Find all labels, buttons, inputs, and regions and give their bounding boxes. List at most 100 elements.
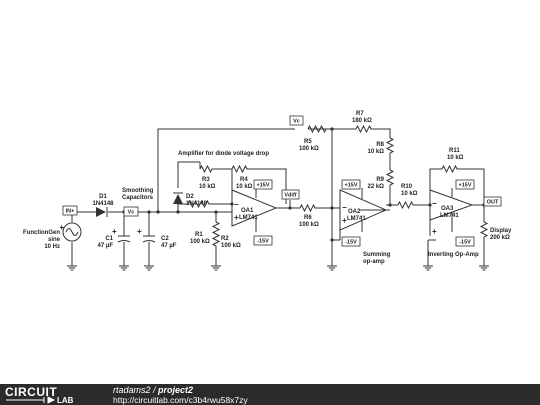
c1-id: C1 — [105, 236, 113, 242]
resistor-r8[interactable]: R8 10 kΩ — [368, 137, 395, 156]
footer-separator: / — [150, 385, 159, 395]
r1-value: 100 kΩ — [190, 239, 210, 245]
r2-id: R2 — [221, 236, 229, 242]
r6-value: 100 kΩ — [299, 222, 319, 228]
svg-text:+15V: +15V — [257, 183, 270, 189]
svg-text:CIRCUIT: CIRCUIT — [5, 385, 57, 399]
opamp-oa2[interactable]: − + OA2 LM741 — [339, 188, 388, 240]
node-tag-vdiff[interactable]: Vdiff — [281, 189, 300, 200]
power-tag-oa1-neg[interactable]: -15V — [253, 235, 273, 246]
svg-text:LAB: LAB — [57, 396, 74, 404]
circuitlab-logo[interactable]: CIRCUIT LAB — [4, 385, 108, 404]
function-generator[interactable]: + FunctionGen sine 10 Hz — [23, 222, 82, 250]
r10-id: R10 — [401, 184, 413, 190]
diode-d1[interactable]: D1 1N4148 — [92, 194, 114, 217]
node-tag-vc-left[interactable]: Vc — [123, 206, 139, 217]
oa2-value: LM741 — [347, 216, 366, 222]
capacitor-c1[interactable]: + C1 47 µF — [98, 227, 131, 249]
caption-smoothing-2: Capacitors — [122, 195, 154, 201]
power-tag-oa3-pos[interactable]: +15V — [455, 179, 475, 190]
resistor-display[interactable]: Display 200 kΩ — [479, 221, 512, 241]
r8-id: R8 — [376, 142, 384, 148]
d1-value: 1N4148 — [92, 201, 114, 207]
caption-amplifier: Amplifier for diode voltage drop — [178, 151, 269, 157]
opamp-oa3[interactable]: − + OA3 LM741 — [429, 188, 474, 236]
svg-text:+: + — [59, 223, 64, 232]
r4-value: 10 kΩ — [236, 184, 253, 190]
svg-text:+: + — [432, 227, 437, 236]
node-tag-in[interactable]: IN+ — [62, 205, 78, 216]
capacitor-c2[interactable]: + C2 47 µF — [137, 227, 177, 249]
oa1-id: OA1 — [241, 208, 254, 214]
r3-value: 10 kΩ — [199, 184, 216, 190]
resistor-r6[interactable]: R6 100 kΩ — [299, 203, 319, 228]
resistor-r2[interactable]: R2 100 kΩ — [211, 221, 241, 250]
caption-summing-1: Summing — [363, 252, 391, 258]
svg-text:Vc: Vc — [293, 119, 300, 125]
svg-text:OUT: OUT — [487, 200, 499, 206]
power-tag-oa2-pos[interactable]: +15V — [341, 179, 361, 190]
svg-text:IN+: IN+ — [66, 209, 75, 215]
resistor-r1[interactable]: R1 100 kΩ — [187, 199, 218, 245]
node-tag-vc-top[interactable]: Vc — [289, 115, 304, 126]
r10-value: 10 kΩ — [401, 191, 418, 197]
svg-text:−: − — [432, 199, 437, 208]
display-id: Display — [490, 228, 512, 234]
svg-text:+: + — [137, 227, 142, 236]
svg-text:+: + — [234, 213, 239, 222]
resistor-r7[interactable]: R7 180 kΩ — [352, 111, 372, 134]
r3-id: R3 — [202, 177, 210, 183]
svg-text:-15V: -15V — [257, 239, 269, 245]
svg-text:+: + — [112, 227, 117, 236]
oa2-id: OA2 — [348, 209, 361, 215]
source-id: FunctionGen — [23, 230, 60, 236]
node-tag-out[interactable]: OUT — [483, 196, 502, 207]
resistor-r5[interactable]: R5 100 kΩ — [299, 124, 327, 152]
wires — [71, 128, 500, 262]
resistor-r9[interactable]: R9 22 kΩ — [368, 169, 395, 190]
oa3-value: LM741 — [440, 213, 459, 219]
r11-id: R11 — [449, 148, 460, 154]
footer-project-name[interactable]: project2 — [158, 385, 194, 395]
r4-id: R4 — [240, 177, 248, 183]
footer-username[interactable]: rtadams2 — [113, 385, 151, 395]
svg-text:+: + — [342, 216, 347, 225]
caption-smoothing-1: Smoothing — [122, 188, 154, 194]
r7-value: 180 kΩ — [352, 118, 372, 124]
c2-value: 47 µF — [161, 243, 177, 249]
oa1-value: LM741 — [239, 215, 258, 221]
source-freq: 10 Hz — [44, 244, 60, 250]
power-tag-oa1-pos[interactable]: +15V — [253, 179, 273, 190]
svg-text:-15V: -15V — [459, 240, 471, 246]
r11-value: 10 kΩ — [447, 155, 464, 161]
resistor-r3[interactable]: R3 10 kΩ — [199, 162, 216, 190]
r8-value: 10 kΩ — [368, 149, 385, 155]
source-type: sine — [48, 237, 61, 243]
svg-text:+15V: +15V — [459, 183, 472, 189]
resistor-r11[interactable]: R11 10 kΩ — [441, 148, 464, 174]
svg-text:−: − — [234, 200, 239, 209]
ground-symbols — [66, 261, 490, 271]
power-tag-oa2-neg[interactable]: -15V — [341, 236, 361, 247]
svg-text:+15V: +15V — [345, 183, 358, 189]
display-value: 200 kΩ — [490, 235, 510, 241]
footer-project-path: rtadams2 / project2 — [113, 385, 193, 395]
d1-id: D1 — [99, 194, 107, 200]
caption-inverting: Inverting Op-Amp — [428, 252, 479, 258]
c2-id: C2 — [161, 236, 169, 242]
r2-value: 100 kΩ — [221, 243, 241, 249]
resistor-r10[interactable]: R10 10 kΩ — [397, 184, 418, 210]
oa3-id: OA3 — [441, 206, 454, 212]
footer-bar: CIRCUIT LAB rtadams2 / project2 http://c… — [0, 384, 540, 405]
circuit-schematic: + FunctionGen sine 10 Hz IN+ D1 1N4148 D… — [23, 111, 512, 271]
footer-url[interactable]: http://circuitlab.com/c3b4rwu58x7zy — [113, 395, 248, 405]
resistor-r4[interactable]: R4 10 kΩ — [231, 164, 253, 190]
svg-text:−: − — [342, 203, 347, 212]
r1-id: R1 — [195, 232, 203, 238]
r6-id: R6 — [304, 215, 312, 221]
c1-value: 47 µF — [98, 243, 114, 249]
caption-summing-2: op-amp — [363, 259, 385, 265]
power-tag-oa3-neg[interactable]: -15V — [455, 236, 475, 247]
opamp-oa1[interactable]: − + OA1 LM741 — [231, 188, 278, 232]
svg-text:Vc: Vc — [128, 210, 135, 216]
